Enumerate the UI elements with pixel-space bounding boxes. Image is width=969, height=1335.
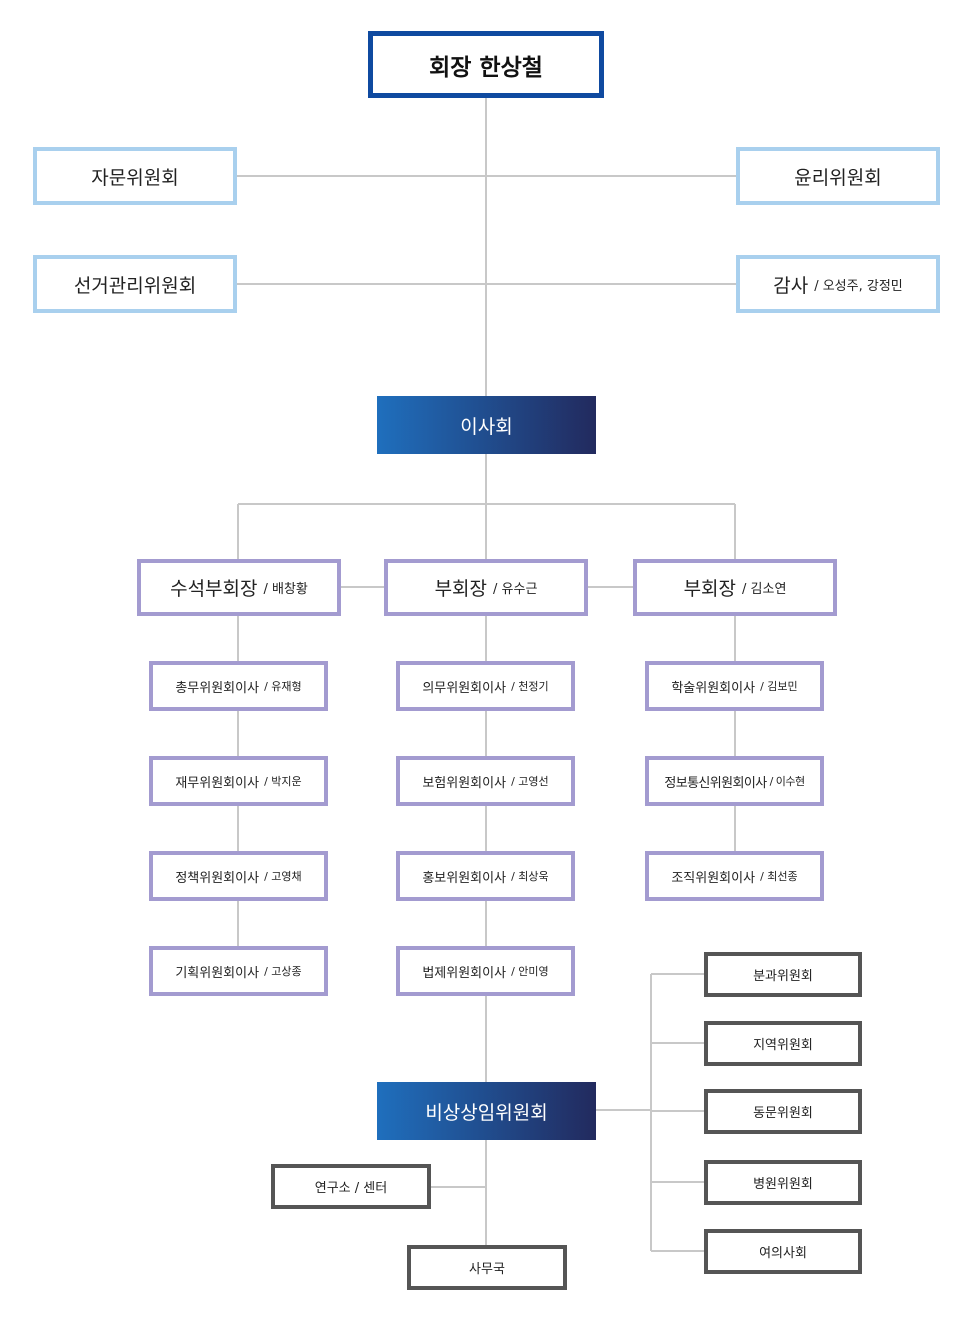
director-name: / 최선종 [760,870,798,883]
director-box: 조직위원회이사 / 최선종 [645,851,824,901]
vice-president-box: 부회장 / 유수근 [384,559,588,616]
director-box: 기획위원회이사 / 고상종 [149,946,328,996]
director-title: 기획위원회이사 [175,965,260,981]
board-box: 이사회 [377,396,596,454]
president-box: 회장 한상철 [368,31,604,98]
vice-president-title: 부회장 [434,578,488,600]
secretariat-label: 사무국 [469,1262,505,1277]
committee-label: 분과위원회 [753,969,813,984]
director-name: / 최상욱 [511,870,549,883]
director-name: / 박지운 [264,775,302,788]
committee-label: 여의사회 [759,1246,807,1261]
director-box: 총무위원회이사 / 유재형 [149,661,328,711]
advisory-committee-label: 자문위원회 [91,166,179,189]
vice-president-box: 부회장 / 김소연 [633,559,837,616]
ethics-committee-label: 윤리위원회 [794,166,882,189]
director-box: 보험위원회이사 / 고영선 [396,756,575,806]
director-name: / 고상종 [264,965,302,978]
election-committee-label: 선거관리위원회 [73,274,197,297]
vice-president-name: / 배창황 [263,582,308,597]
institute-label: 연구소 / 센터 [314,1181,388,1196]
committee-box: 여의사회 [704,1229,862,1274]
audit-box: 감사 / 오성주, 강정민 [736,255,940,313]
director-title: 재무위원회이사 [175,775,260,791]
committee-label: 지역위원회 [753,1038,813,1053]
director-title: 정책위원회이사 [175,870,260,886]
director-title: 학술위원회이사 [671,680,756,696]
audit-names: / 오성주, 강정민 [814,278,903,294]
non-standing-committee-box: 비상상임위원회 [377,1082,596,1140]
vice-president-box: 수석부회장 / 배창황 [137,559,341,616]
non-standing-committee-label: 비상상임위원회 [425,1101,548,1124]
director-name: / 유재형 [264,680,302,693]
director-box: 법제위원회이사 / 안미영 [396,946,575,996]
committee-box: 병원위원회 [704,1160,862,1205]
committee-box: 지역위원회 [704,1021,862,1066]
vice-president-name: / 유수근 [493,582,538,597]
director-title: 조직위원회이사 [671,870,756,886]
president-label: 회장 한상철 [429,54,543,81]
director-name: / 고영선 [511,775,549,788]
director-name: / 이수현 [769,775,806,788]
director-name: / 김보민 [760,680,798,693]
director-box: 학술위원회이사 / 김보민 [645,661,824,711]
director-box: 정보통신위원회이사 / 이수현 [645,756,824,806]
board-label: 이사회 [460,415,513,438]
committee-box: 분과위원회 [704,952,862,997]
audit-title: 감사 [773,274,809,297]
election-committee-box: 선거관리위원회 [33,255,237,313]
committee-box: 동문위원회 [704,1089,862,1134]
vice-president-title: 수석부회장 [170,578,258,600]
director-box: 홍보위원회이사 / 최상욱 [396,851,575,901]
secretariat-box: 사무국 [407,1245,567,1290]
director-title: 총무위원회이사 [175,680,260,696]
director-title: 보험위원회이사 [422,775,507,791]
director-name: / 고영채 [264,870,302,883]
director-title: 법제위원회이사 [422,965,507,981]
director-name: / 천정기 [511,680,549,693]
committee-label: 동문위원회 [753,1106,813,1121]
director-title: 정보통신위원회이사 [664,775,767,791]
vice-president-title: 부회장 [683,578,737,600]
director-title: 의무위원회이사 [422,680,507,696]
director-box: 재무위원회이사 / 박지운 [149,756,328,806]
ethics-committee-box: 윤리위원회 [736,147,940,205]
vice-president-name: / 김소연 [742,582,787,597]
advisory-committee-box: 자문위원회 [33,147,237,205]
director-box: 의무위원회이사 / 천정기 [396,661,575,711]
institute-box: 연구소 / 센터 [271,1164,431,1209]
director-box: 정책위원회이사 / 고영채 [149,851,328,901]
director-name: / 안미영 [511,965,549,978]
director-title: 홍보위원회이사 [422,870,507,886]
committee-label: 병원위원회 [753,1177,813,1192]
